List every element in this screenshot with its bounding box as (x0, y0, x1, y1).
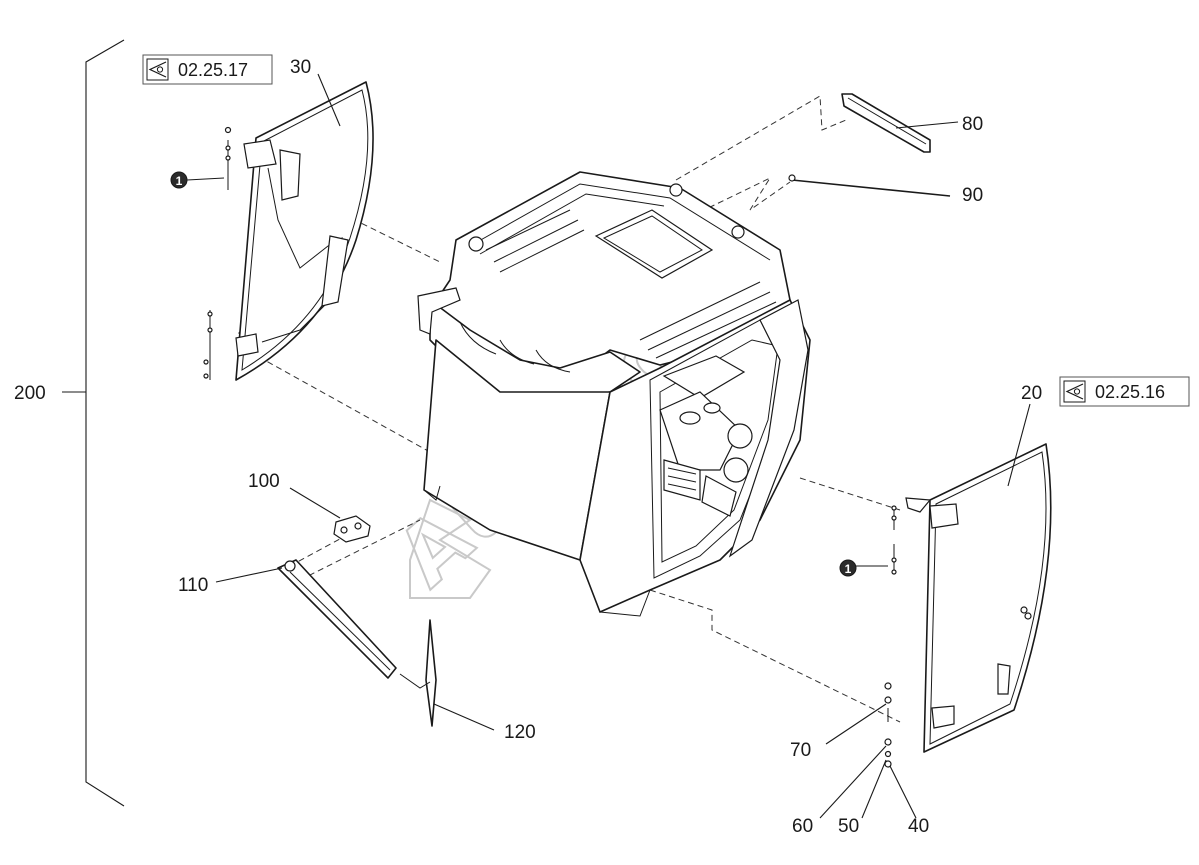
watermark-arrow-icon (409, 498, 492, 599)
left-door-panel (203, 81, 374, 381)
leader-30 (317, 73, 341, 127)
assembly-bracket (62, 39, 125, 807)
callout-80: 80 (962, 114, 983, 135)
callout-90: 90 (962, 185, 983, 206)
callout-40: 40 (908, 816, 929, 837)
rod-part (788, 174, 951, 197)
roof-strip-part (841, 93, 959, 153)
marker-1-left: 1 (170, 171, 225, 189)
wiper-assembly (215, 487, 495, 731)
reference-label-left: 02.25.17 (178, 60, 248, 80)
callout-50: 50 (838, 816, 859, 837)
marker-1-right: 1 (839, 559, 857, 577)
cab-body (417, 171, 811, 617)
leader-20 (1007, 403, 1031, 487)
reference-label-right: 02.25.16 (1095, 382, 1165, 402)
marker-1-right-text: 1 (845, 562, 852, 576)
reference-box-left: 02.25.17 (142, 54, 273, 85)
marker-1-left-text: 1 (176, 174, 183, 188)
hardware-stack (819, 682, 917, 819)
right-door-panel (856, 443, 1052, 753)
callout-30: 30 (290, 57, 311, 78)
callout-70: 70 (790, 740, 811, 761)
callout-100: 100 (248, 471, 280, 492)
callout-200: 200 (14, 383, 46, 404)
callout-60: 60 (792, 816, 813, 837)
callout-120: 120 (504, 722, 536, 743)
callout-20: 20 (1021, 383, 1042, 404)
reference-box-right: 02.25.16 (1059, 376, 1190, 407)
callout-110: 110 (178, 575, 208, 596)
